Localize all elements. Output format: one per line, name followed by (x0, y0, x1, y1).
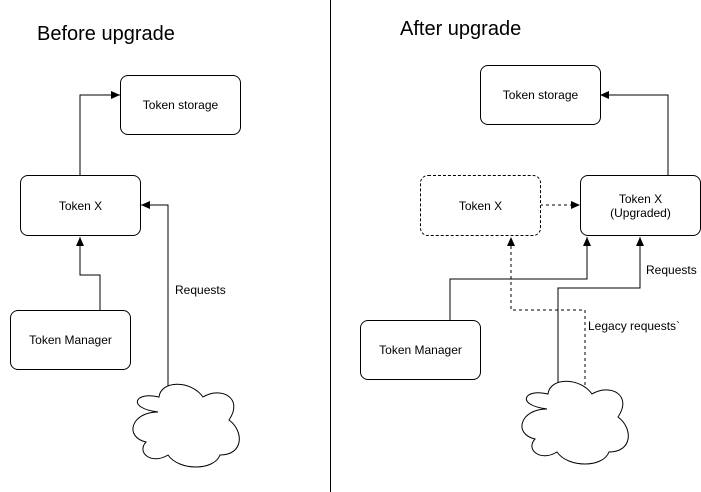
after-token-manager-box: Token Manager (360, 320, 481, 380)
cloud-icon-before (132, 383, 240, 468)
after-requests-label: Requests (646, 263, 697, 277)
edge-requests-to-upgraded-after (557, 237, 644, 384)
edge-upgraded-to-storage-after (600, 91, 669, 175)
before-title: Before upgrade (37, 23, 175, 45)
after-token-manager-label: Token Manager (379, 343, 462, 357)
after-token-x-upgraded-box: Token X (Upgraded) (580, 175, 701, 236)
after-token-x-upgraded-sublabel: (Upgraded) (610, 205, 671, 220)
before-requests-label: Requests (175, 283, 226, 297)
after-token-x-old-label: Token X (458, 198, 503, 213)
before-token-storage-label: Token storage (142, 98, 219, 112)
edge-tokenx-to-storage-before (79, 91, 120, 175)
edge-manager-to-tokenx-before (76, 237, 101, 310)
before-token-x-label: Token X (58, 198, 103, 213)
after-token-x-old-box: Token X (420, 175, 541, 236)
before-token-x-box: Token X (20, 175, 141, 236)
after-token-x-upgraded-label: Token X (618, 191, 663, 206)
edge-legacy-to-old-after (507, 237, 586, 385)
after-legacy-requests-label: Legacy requests` (588, 319, 681, 333)
after-token-storage-label: Token storage (502, 88, 579, 102)
edge-manager-to-upgraded-after (449, 237, 591, 320)
before-token-manager-label: Token Manager (29, 333, 112, 347)
cloud-icon-after (521, 380, 629, 465)
before-token-storage-box: Token storage (120, 75, 241, 135)
after-token-storage-box: Token storage (480, 65, 601, 125)
edge-requests-to-tokenx-before (141, 201, 169, 387)
before-token-manager-box: Token Manager (10, 310, 131, 370)
after-title: After upgrade (400, 18, 522, 40)
